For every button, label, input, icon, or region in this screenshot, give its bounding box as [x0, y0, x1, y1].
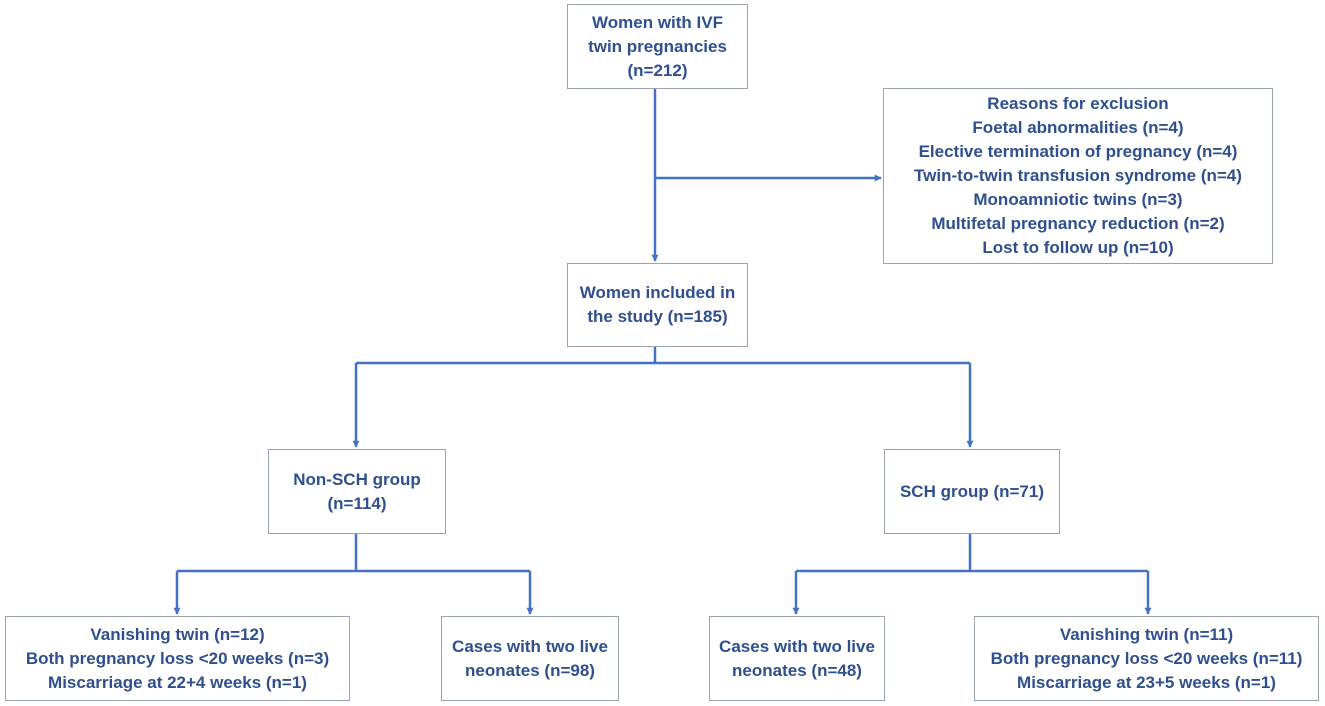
box-text-line: neonates (n=48)	[732, 660, 862, 680]
box-text-line: Both pregnancy loss <20 weeks (n=11)	[990, 648, 1303, 668]
box-text-line: (n=212)	[627, 60, 688, 80]
box-sch-group: SCH group (n=71)	[884, 449, 1060, 534]
box-non-sch-live-neonates: Cases with two live neonates (n=98)	[441, 616, 619, 701]
box-text-line: Elective termination of pregnancy (n=4)	[918, 142, 1238, 161]
box-exclusion-reasons: Reasons for exclusion Foetal abnormaliti…	[883, 88, 1273, 264]
box-sch-live-neonates: Cases with two live neonates (n=48)	[709, 616, 885, 701]
box-text-line: Foetal abnormalities (n=4)	[972, 118, 1184, 137]
box-text-line: Non-SCH group	[293, 469, 421, 489]
box-ivf-twin-pregnancies: Women with IVF twin pregnancies (n=212)	[567, 4, 748, 89]
box-text-line: Women with IVF	[592, 12, 723, 32]
box-women-included: Women included in the study (n=185)	[567, 263, 748, 347]
box-text-line: Miscarriage at 22+4 weeks (n=1)	[48, 672, 307, 692]
box-text-line: Miscarriage at 23+5 weeks (n=1)	[1017, 672, 1276, 692]
box-text-line: Vanishing twin (n=11)	[1059, 624, 1234, 644]
box-text-line: Multifetal pregnancy reduction (n=2)	[931, 214, 1225, 233]
box-text-line: Cases with two live	[452, 636, 608, 656]
box-text-line: Vanishing twin (n=12)	[90, 624, 265, 644]
box-sch-pregnancy-loss: Vanishing twin (n=11) Both pregnancy los…	[974, 616, 1319, 701]
box-text-line: the study (n=185)	[587, 307, 728, 326]
box-non-sch-pregnancy-loss: Vanishing twin (n=12) Both pregnancy los…	[5, 616, 350, 701]
box-text-line: Both pregnancy loss <20 weeks (n=3)	[25, 648, 330, 668]
box-text-line: Lost to follow up (n=10)	[982, 238, 1174, 257]
box-text-line: neonates (n=98)	[465, 660, 595, 680]
box-text-line: Twin-to-twin transfusion syndrome (n=4)	[914, 166, 1242, 185]
box-non-sch-group: Non-SCH group (n=114)	[268, 449, 446, 534]
box-text-line: (n=114)	[327, 493, 387, 513]
box-text-line: Reasons for exclusion	[987, 94, 1169, 113]
box-text-line: twin pregnancies	[588, 36, 727, 56]
box-text-line: Monoamniotic twins (n=3)	[973, 190, 1183, 209]
box-text-line: Cases with two live	[719, 636, 875, 656]
box-text-line: Women included in	[579, 283, 736, 302]
box-text-line: SCH group (n=71)	[899, 481, 1045, 501]
